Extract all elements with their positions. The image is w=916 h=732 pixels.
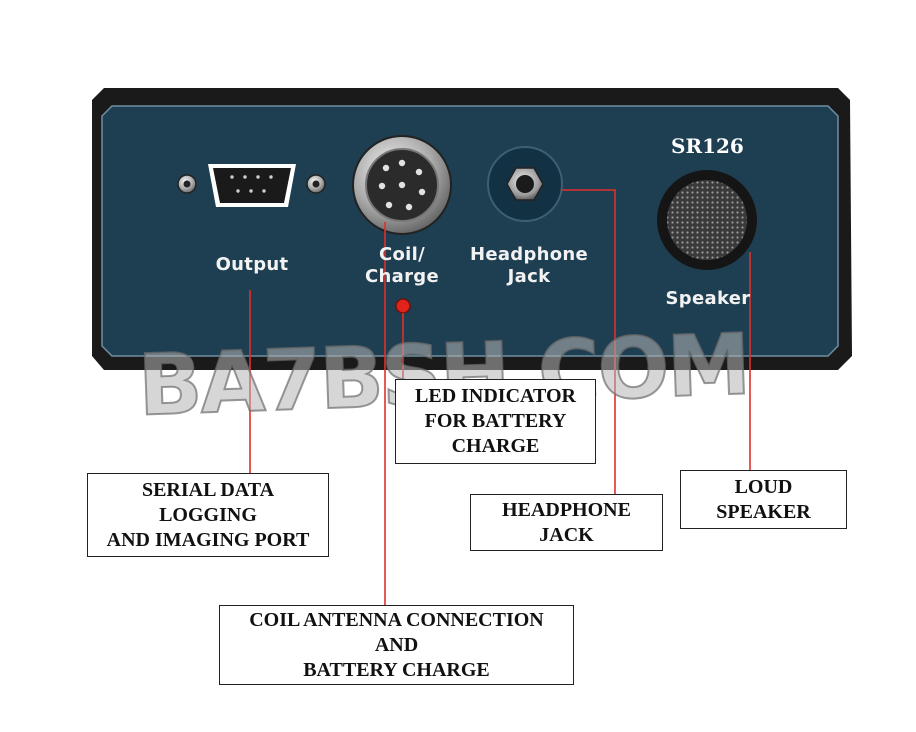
callout-serial-line2: LOGGING	[159, 503, 257, 526]
output-label: Output	[215, 254, 289, 275]
callout-headphone-jack: HEADPHONE JACK	[470, 494, 663, 551]
led-indicator-icon	[395, 298, 411, 314]
headphone-label-line2: Jack	[507, 266, 551, 287]
callout-coil-line2: AND	[374, 633, 419, 656]
coil-label-line1: Coil/	[379, 244, 425, 265]
callout-coil-line3: BATTERY CHARGE	[303, 658, 490, 681]
headphone-label-line1: Headphone	[469, 244, 589, 265]
speaker-label: Speaker	[665, 288, 751, 309]
model-name: SR126	[671, 134, 744, 158]
headphone-leader-line	[561, 189, 616, 494]
leader-lines	[249, 189, 751, 605]
callout-led-line3: CHARGE	[451, 435, 540, 457]
coil-charge-label: Coil/ Charge	[350, 244, 454, 288]
callout-loud-speaker: LOUD SPEAKER	[680, 470, 847, 529]
callout-headphone-line2: JACK	[539, 523, 594, 546]
callout-serial-line3: AND IMAGING PORT	[106, 528, 310, 551]
callout-headphone-line1: HEADPHONE	[502, 498, 631, 521]
callout-led-indicator: LED INDICATOR FOR BATTERY CHARGE	[395, 379, 596, 464]
callout-speaker-line1: LOUD	[734, 475, 793, 498]
callout-coil-line1: COIL ANTENNA CONNECTION	[249, 608, 544, 631]
coil-label-line2: Charge	[365, 266, 439, 287]
callout-speaker-line2: SPEAKER	[716, 500, 811, 523]
speaker-grille-icon	[657, 170, 757, 270]
callout-coil-antenna: COIL ANTENNA CONNECTION AND BATTERY CHAR…	[219, 605, 574, 685]
headphone-jack-label: Headphone Jack	[464, 244, 594, 288]
coil-connector-icon	[352, 135, 452, 235]
serial-port-icon	[177, 164, 326, 207]
callout-led-line2: FOR BATTERY	[424, 410, 567, 432]
callout-serial-port: SERIAL DATA LOGGING AND IMAGING PORT	[87, 473, 329, 557]
headphone-jack-icon	[487, 146, 563, 222]
callout-serial-line1: SERIAL DATA	[141, 478, 275, 501]
callout-led-line1: LED INDICATOR	[415, 385, 576, 407]
